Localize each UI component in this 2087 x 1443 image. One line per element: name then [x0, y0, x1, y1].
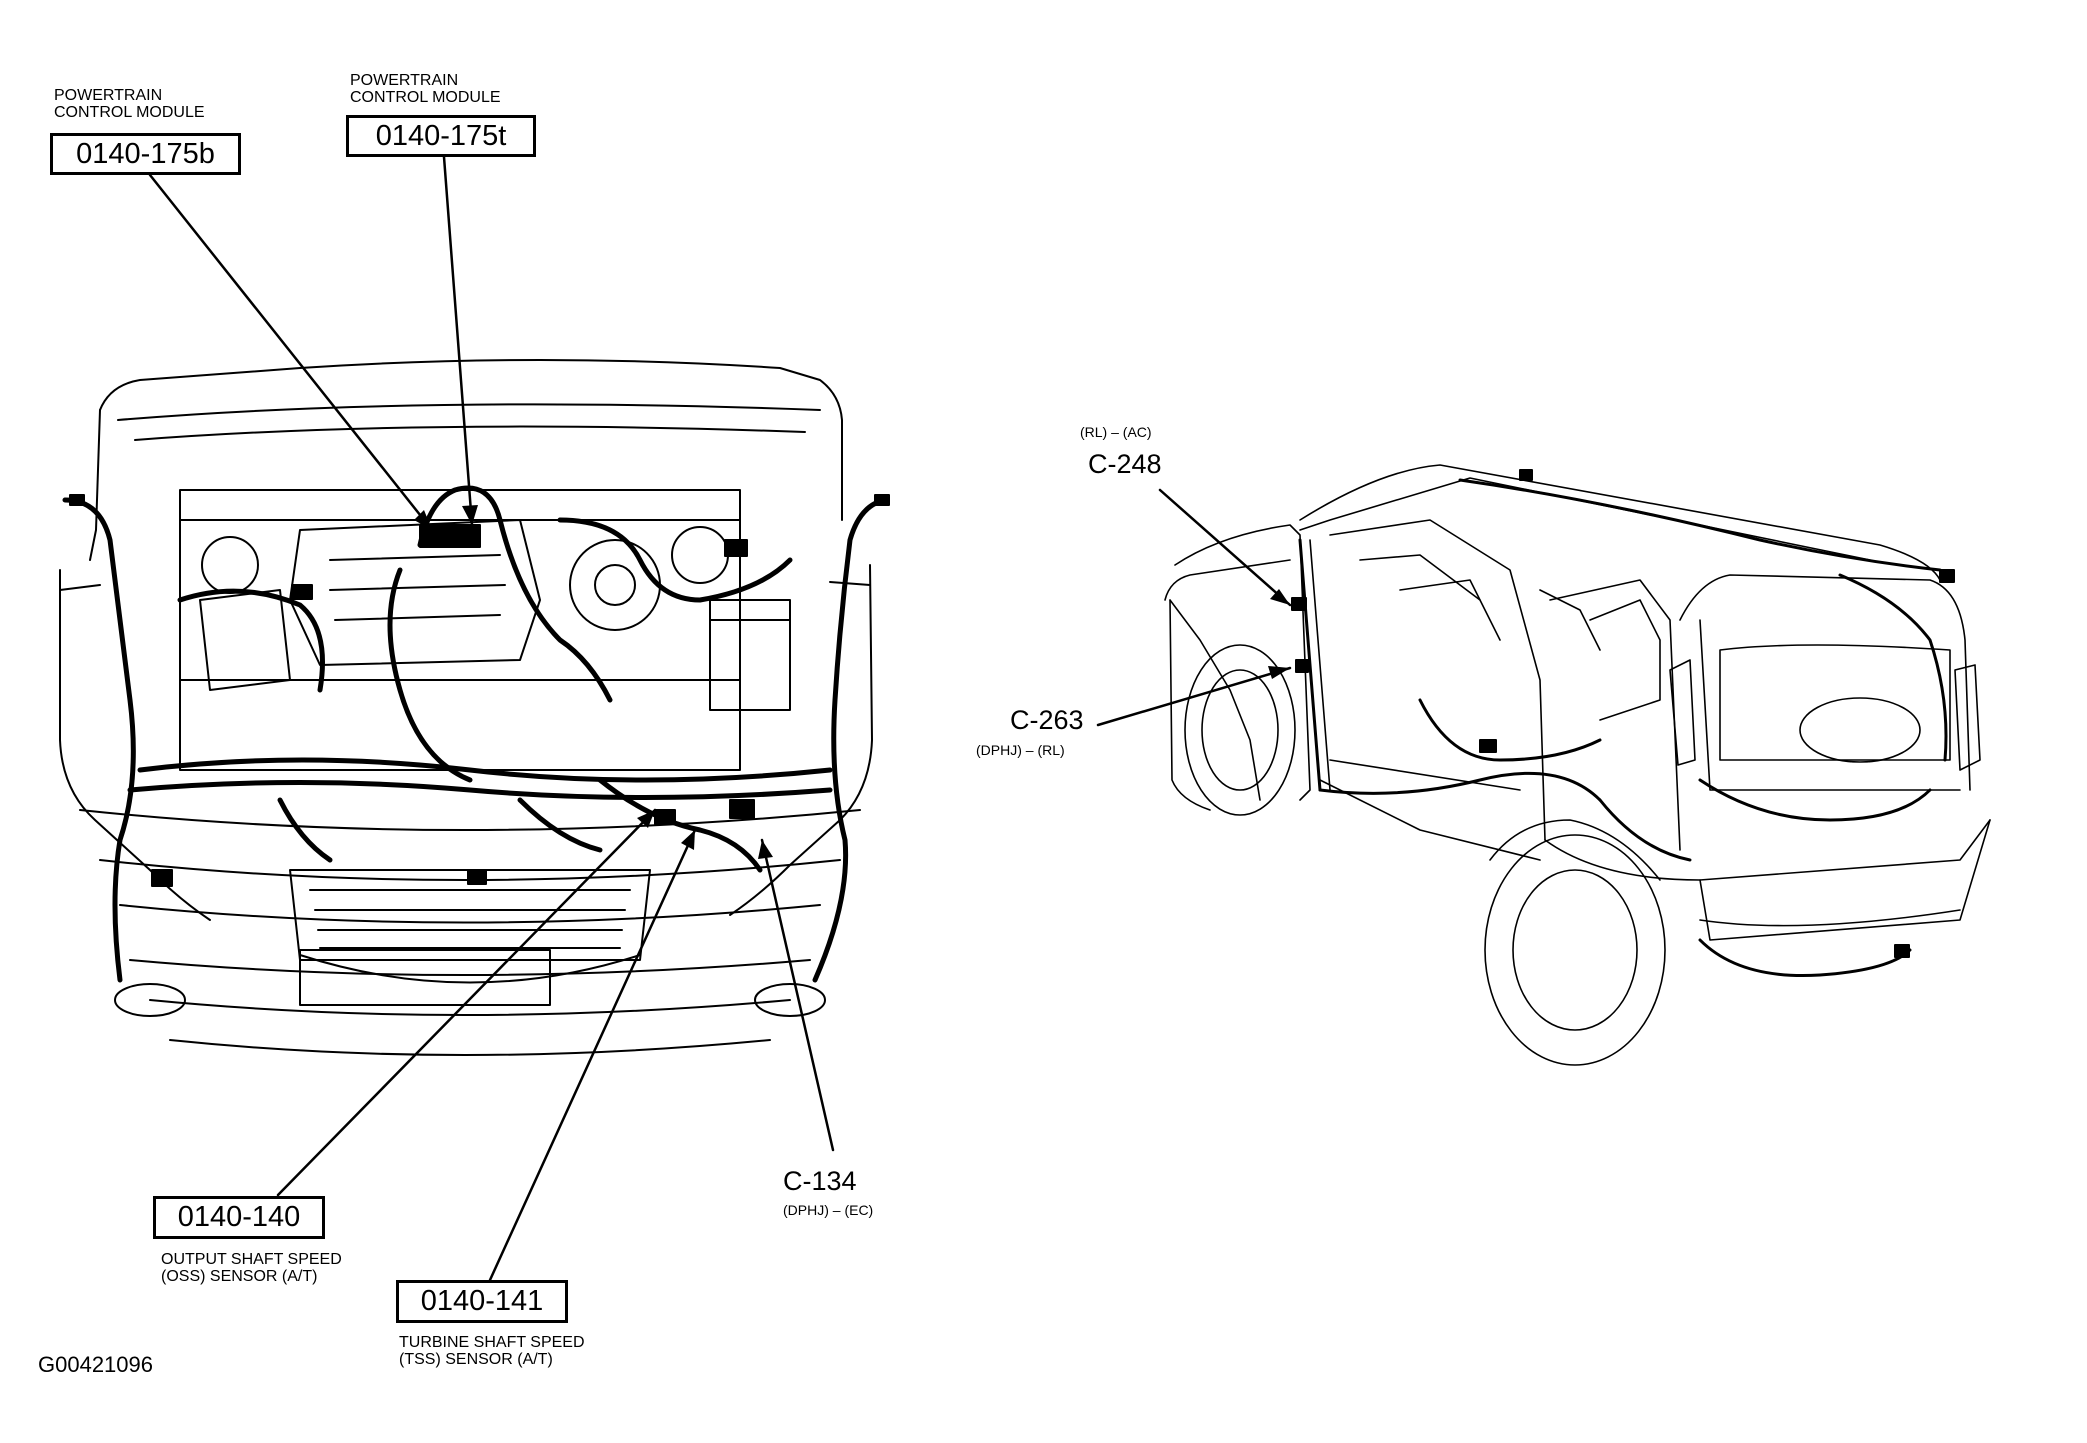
c248-label[interactable]: C-248 — [1088, 449, 1162, 479]
engine-connectors — [69, 494, 890, 887]
c134-label[interactable]: C-134 — [783, 1166, 857, 1196]
rear-connectors — [1291, 469, 1955, 958]
rear-harness — [1298, 478, 1948, 978]
oss-description: OUTPUT SHAFT SPEED (OSS) SENSOR (A/T) — [161, 1251, 342, 1286]
arrowhead-c134 — [758, 840, 773, 859]
leader-c248 — [1158, 488, 1292, 607]
tss-description: TURBINE SHAFT SPEED (TSS) SENSOR (A/T) — [399, 1334, 585, 1369]
pcm-t-title-line2: CONTROL MODULE — [350, 88, 501, 106]
engine-bay-illustration — [59, 359, 873, 1056]
pcm-t-title-line1: POWERTRAIN — [350, 72, 459, 89]
pcm-b-title: POWERTRAIN CONTROL MODULE — [54, 87, 205, 122]
arrowhead-oss — [637, 810, 655, 828]
leader-pcm-t — [442, 155, 474, 527]
leader-c134 — [760, 838, 835, 1152]
arrowhead-pcm-b — [414, 510, 432, 530]
pcm-t-title: POWERTRAIN CONTROL MODULE — [350, 72, 501, 107]
c263-label[interactable]: C-263 — [1010, 705, 1084, 735]
engine-harness — [62, 485, 888, 983]
arrowhead-pcm-t — [462, 505, 478, 525]
tss-code-box[interactable]: 0140-141 — [396, 1280, 568, 1323]
arrowheads — [414, 505, 1290, 859]
c263-sub: (DPHJ) – (RL) — [976, 742, 1065, 758]
pcm-t-code: 0140-175t — [375, 120, 507, 152]
arrowhead-c263 — [1268, 666, 1290, 679]
oss-desc-line2: (OSS) SENSOR (A/T) — [161, 1267, 318, 1285]
leader-lines — [148, 155, 1292, 1282]
leader-oss — [276, 808, 657, 1197]
arrowhead-c248 — [1270, 589, 1290, 605]
oss-desc-line1: OUTPUT SHAFT SPEED — [161, 1251, 342, 1268]
oss-code: 0140-140 — [177, 1201, 301, 1233]
oss-code-box[interactable]: 0140-140 — [153, 1196, 325, 1239]
pcm-b-title-line1: POWERTRAIN — [54, 87, 163, 104]
figure-id: G00421096 — [38, 1352, 153, 1377]
pcm-b-code: 0140-175b — [76, 138, 215, 170]
c248-sub: (RL) – (AC) — [1080, 424, 1152, 440]
pcm-t-code-box[interactable]: 0140-175t — [346, 115, 536, 157]
tss-desc-line1: TURBINE SHAFT SPEED — [399, 1334, 585, 1351]
pcm-b-title-line2: CONTROL MODULE — [54, 103, 205, 121]
leader-c263 — [1096, 666, 1292, 727]
vehicle-rear-illustration — [1164, 464, 1991, 1066]
tss-code: 0140-141 — [420, 1285, 544, 1317]
tss-desc-line2: (TSS) SENSOR (A/T) — [399, 1350, 553, 1368]
pcm-b-code-box[interactable]: 0140-175b — [50, 133, 241, 175]
leader-pcm-b — [148, 173, 434, 532]
leader-tss — [488, 828, 697, 1282]
arrowhead-tss — [681, 830, 695, 850]
c134-sub: (DPHJ) – (EC) — [783, 1202, 874, 1218]
